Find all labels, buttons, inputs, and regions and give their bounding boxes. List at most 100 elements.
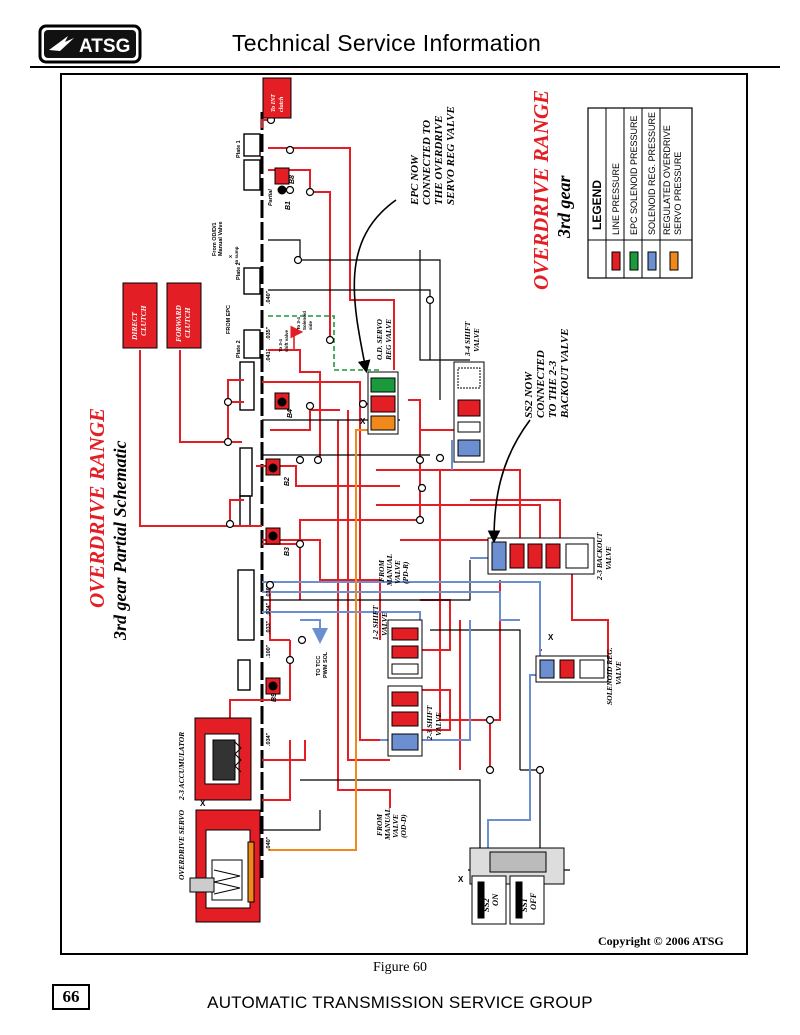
ss2-callout-arrow xyxy=(487,419,531,544)
orifice-2: .035" xyxy=(266,326,272,340)
solenoid-reg-label-1: SOLENOID REG. xyxy=(605,647,614,705)
ss2-label-1: SS2 xyxy=(481,898,491,912)
x-mark-1: X xyxy=(360,417,366,426)
from-manual-od-3: VALVE xyxy=(391,814,400,838)
ss2-callout-3: TO THE 2-3 xyxy=(547,360,559,418)
from-epc-label: FROM EPC xyxy=(226,305,232,334)
from-manual-pd-1: FROM xyxy=(377,560,386,582)
ss1-label-2: OFF xyxy=(528,892,538,910)
to-sump-1: X xyxy=(228,255,233,258)
header-divider xyxy=(30,66,780,68)
legend-item-solreg: SOLENOID REG. PRESSURE xyxy=(647,112,657,235)
to-sump-2: to sump xyxy=(234,246,239,264)
legend-title: LEGEND xyxy=(590,180,604,230)
legend-swatch-odservo xyxy=(669,251,679,271)
x-mark-3: X xyxy=(200,799,206,808)
ball-b3: B3 xyxy=(284,547,291,556)
legend-swatch-line xyxy=(611,251,621,271)
legend-item-odservo: REGULATED OVERDRIVE xyxy=(662,125,672,235)
direct-clutch-box xyxy=(122,282,158,349)
valve-23-backout xyxy=(487,537,595,575)
check-balls xyxy=(265,167,290,695)
solenoid-reg-label-2: VALVE xyxy=(614,661,623,685)
shift-34-label-2: VALVE xyxy=(472,328,481,352)
orifice-7: .036" xyxy=(266,584,272,598)
orifice-8: .034" xyxy=(266,732,272,746)
overdrive-servo xyxy=(189,809,261,923)
to-tcc-1: TO TCC xyxy=(316,656,322,676)
epc-callout-arrow xyxy=(353,199,397,374)
ball-b8: B8 xyxy=(289,175,296,184)
ss1-label-1: SS1 xyxy=(519,898,529,912)
ss2-callout-1: SS2 NOW xyxy=(523,371,535,418)
accumulator-label: 2-3 ACCUMULATOR xyxy=(177,732,186,801)
int-clutch-box xyxy=(262,77,292,119)
backout-23-label-1: 2-3 BACKOUT xyxy=(595,532,604,581)
to-34-sol-3: side xyxy=(308,320,313,330)
direct-clutch-label-2: CLUTCH xyxy=(139,304,148,336)
forward-clutch-box xyxy=(166,282,202,349)
od-servo-reg-label-1: O.D. SERVO xyxy=(375,318,384,360)
from-manual-pd-4: (PD-R) xyxy=(401,561,410,584)
ss2-callout-2: CONNECTED xyxy=(535,350,547,418)
x-mark-4: X xyxy=(458,875,464,884)
from-manual-od-2: MANUAL xyxy=(383,807,392,841)
from-manual-od-1: FROM xyxy=(375,814,384,836)
plate1-label: Plate 1 xyxy=(236,140,242,158)
int-clutch-label-1: To INT xyxy=(271,94,277,112)
to-34-sol-2: Solenoid xyxy=(302,311,307,330)
shift-12-label-1: 1-2 SHIFT xyxy=(371,605,380,640)
legend-box xyxy=(587,107,693,279)
schematic-frame xyxy=(60,73,748,955)
to-34-acc-2: shift valve xyxy=(284,329,289,352)
to-34-acc-1: To 3-4 xyxy=(278,339,283,352)
shift-23-label-1: 2-3 SHIFT xyxy=(425,705,434,741)
page-header-title: Technical Service Information xyxy=(232,30,542,56)
diagram-subtitle: 3rd gear Partial Schematic xyxy=(110,440,130,641)
epc-lines xyxy=(268,315,380,371)
legend-item-line: LINE PRESSURE xyxy=(611,163,621,235)
forward-clutch-label-2: CLUTCH xyxy=(183,306,192,338)
direct-clutch-label-1: DIRECT xyxy=(130,312,139,341)
shift-23-label-2: VALVE xyxy=(434,712,443,736)
exhaust-lines xyxy=(262,239,570,871)
to-34-sol-1: To 3-4 xyxy=(296,317,301,330)
legend-item-epc: EPC SOLENOID PRESSURE xyxy=(629,115,639,235)
legend-swatch-epc xyxy=(629,251,639,271)
od-servo-reg-label-2: REG VALVE xyxy=(384,319,393,361)
plate2a-label: Plate 2 xyxy=(236,262,242,280)
ss2-callout-4: BACKOUT VALVE xyxy=(559,328,571,419)
diagram-subtitle-right: 3rd gear xyxy=(554,175,574,239)
int-clutch-label-2: clutch xyxy=(279,96,285,112)
atsg-logo: ATSG xyxy=(38,24,142,64)
od-servo-reg-valve xyxy=(367,371,399,435)
from-manual-pd-2: MANUAL xyxy=(385,553,394,587)
valve-12-shift xyxy=(387,619,423,679)
from-od-label-1: From OD/D/1 xyxy=(212,222,218,256)
from-manual-od-4: (OD-D) xyxy=(399,814,408,838)
epc-callout-2: CONNECTED TO xyxy=(421,120,433,205)
ball-b9: B9 xyxy=(271,693,278,702)
solenoid-reg-valve xyxy=(535,655,609,683)
ss2-label-2: ON xyxy=(490,893,500,906)
od-servo-label: OVERDRIVE SERVO xyxy=(177,809,186,880)
plate2b-label: Plate 2 xyxy=(236,340,242,358)
logo-text: ATSG xyxy=(79,36,130,57)
valve-34-shift xyxy=(453,361,485,463)
figure-caption: Figure 60 xyxy=(372,960,428,975)
shift-solenoid-block xyxy=(469,847,565,925)
partial-label: Partial xyxy=(268,189,274,206)
od-servo-pressure-lines xyxy=(268,429,372,851)
orifice-4: .100" xyxy=(266,644,272,658)
junction-dots xyxy=(223,115,545,775)
epc-callout-4: SERVO REG VALVE xyxy=(445,106,457,205)
epc-callout-1: EPC NOW xyxy=(409,154,421,206)
accumulator-23 xyxy=(194,717,252,801)
epc-callout-3: THE OVERDRIVE xyxy=(433,115,445,205)
valve-23-shift xyxy=(387,685,423,757)
shift-12-label-2: VALVE xyxy=(380,612,389,636)
diagram-title-right: OVERDRIVE RANGE xyxy=(529,90,553,290)
x-mark-2: X xyxy=(548,633,554,642)
from-od-label-2: Manual Valve xyxy=(218,221,224,256)
